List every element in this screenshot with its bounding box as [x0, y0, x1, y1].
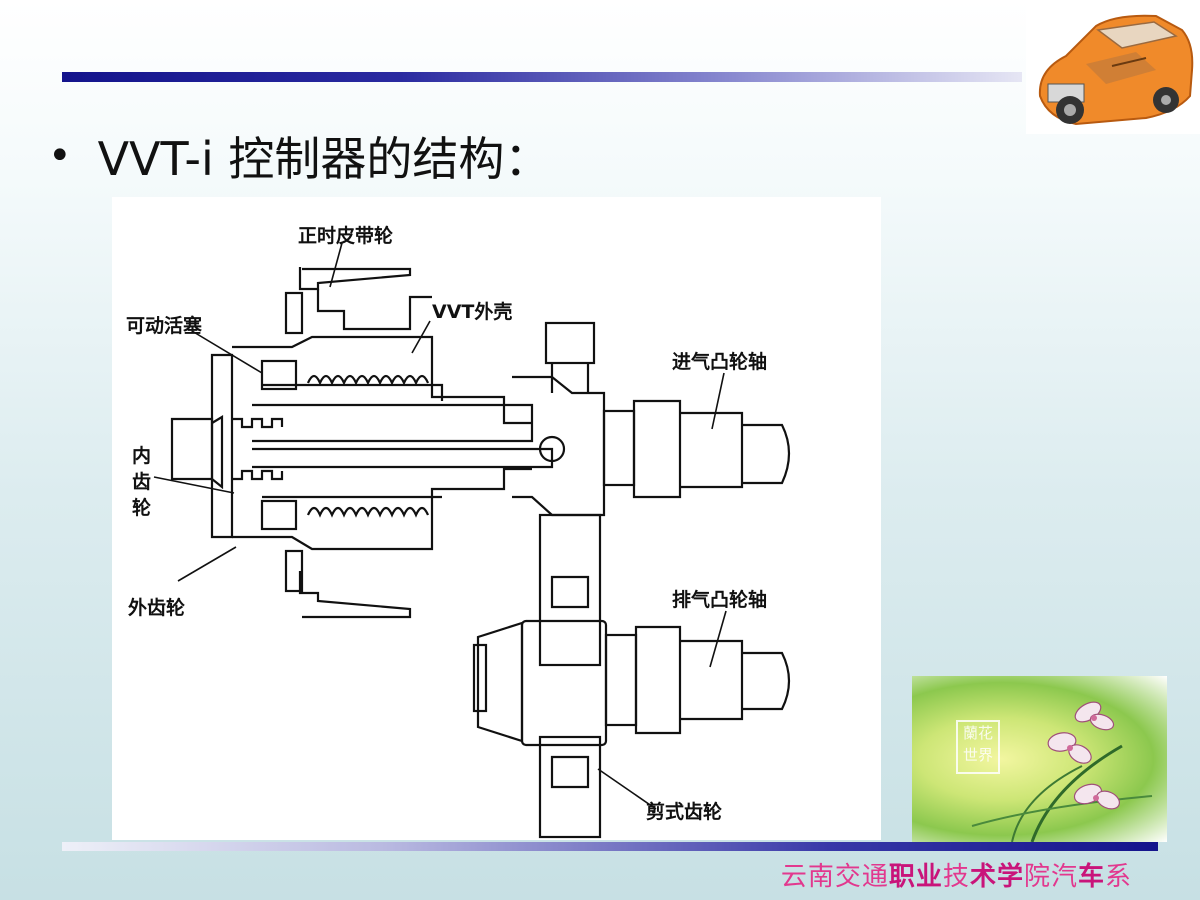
bullet-icon: • — [48, 133, 72, 179]
car-icon — [1038, 14, 1194, 126]
footer-part6: 车 — [1077, 862, 1105, 892]
label-exhaust-camshaft: 排气凸轮轴 — [672, 589, 768, 611]
title-text: VVT-i 控制器的结构： — [97, 132, 551, 186]
footer-part1: 云南交通 — [780, 862, 889, 892]
footer-institution: 云南交通职业技术学院汽车系 — [781, 856, 1132, 893]
label-outer-gear: 外齿轮 — [128, 597, 186, 619]
orchid-image: 蘭花世界 — [912, 676, 1167, 843]
label-scissor-gear: 剪式齿轮 — [646, 801, 723, 823]
footer-part5: 院汽 — [1023, 862, 1078, 892]
label-movable-piston: 可动活塞 — [126, 315, 203, 337]
orchid-seal: 蘭花世界 — [956, 720, 1000, 774]
vvt-diagram-drawing — [153, 242, 791, 839]
slide-title: • VVT-i 控制器的结构： — [48, 126, 550, 186]
car-thumbnail — [1026, 0, 1200, 134]
footer-part4: 术学 — [969, 862, 1024, 892]
label-vvt-housing: VVT外壳 — [432, 301, 513, 323]
footer-part3: 技 — [942, 862, 970, 892]
orchid-flower-icon — [971, 701, 1153, 843]
footer-part7: 系 — [1104, 862, 1132, 892]
label-timing-belt-pulley: 正时皮带轮 — [298, 225, 394, 247]
top-rule — [62, 72, 1022, 82]
label-intake-camshaft: 进气凸轮轴 — [672, 351, 768, 373]
footer-part2: 职业 — [888, 862, 943, 892]
label-inner-gear: 内齿轮 — [132, 445, 152, 519]
vvt-diagram: 正时皮带轮 可动活塞 VVT外壳 进气凸轮轴 内齿轮 外齿轮 排气凸轮轴 剪式齿… — [112, 197, 881, 840]
bottom-rule — [62, 842, 1158, 851]
